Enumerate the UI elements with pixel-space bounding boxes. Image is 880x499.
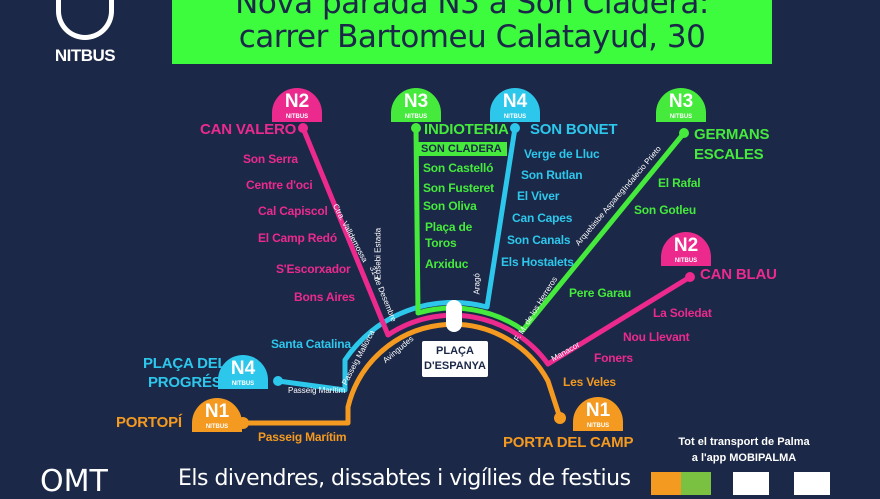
hub-placa-espanya: PLAÇA D'ESPANYA	[422, 341, 488, 377]
badge-sub: NITBUS	[586, 423, 610, 429]
app-promo: Tot el transport de Palma a l'app MOBIPAL…	[660, 434, 828, 466]
badge-sub: NITBUS	[404, 114, 428, 120]
terminus-placa-progres: PLAÇA DEL	[143, 355, 227, 372]
stop: El Rafal	[658, 176, 701, 190]
stop: Els Hostalets	[501, 255, 574, 269]
stop: Son Fusteret	[423, 181, 494, 195]
stop: Pere Garau	[569, 286, 632, 300]
stop-dot	[273, 376, 283, 386]
banner-line-1: Nova parada N3 a Son Cladera:	[235, 0, 709, 21]
transport-icon	[651, 472, 681, 495]
terminus-son-bonet: SON BONET	[530, 121, 618, 138]
stop: Passeig Marítim	[258, 430, 347, 444]
omt-logo: OMT	[40, 464, 108, 499]
street-label: Aragó	[472, 273, 482, 295]
badge-sub: NITBUS	[669, 114, 693, 120]
stop: Can Capes	[512, 211, 573, 225]
stop: Toros	[425, 236, 457, 250]
stop: Son Canals	[507, 233, 571, 247]
service-days-text: Els divendres, dissabtes i vigílies de f…	[178, 466, 631, 491]
badge-route: N2	[284, 91, 310, 112]
stop: Centre d'oci	[246, 178, 313, 192]
owl-icon	[56, 0, 114, 40]
n3-line	[413, 125, 687, 333]
new-stop-son-cladera: SON CLADERA	[416, 142, 507, 156]
stop: Nou Llevant	[623, 330, 690, 344]
stop: Les Veles	[563, 375, 616, 389]
stop: Santa Catalina	[271, 337, 351, 351]
terminus-germans-escales-2: ESCALES	[694, 146, 764, 163]
bike-icon	[681, 472, 711, 495]
qr-code-icon[interactable]	[733, 472, 769, 495]
stop: Bons Aires	[294, 290, 355, 304]
stop: El Camp Redó	[258, 231, 337, 245]
badge-sub: NITBUS	[285, 114, 309, 120]
logo-text: NITBUS	[54, 46, 116, 65]
terminus-can-valero: CAN VALERO	[200, 121, 297, 138]
terminus-porta-del-camp: PORTA DEL CAMP	[503, 434, 634, 451]
app-line-1: Tot el transport de Palma	[678, 436, 810, 448]
stop: Cal Capiscol	[258, 204, 328, 218]
nitbus-logo: NITBUS	[50, 0, 120, 66]
stop-dot	[554, 412, 566, 424]
stop: Son Gotleu	[634, 203, 696, 217]
street-label: Passeig Marítim	[288, 386, 346, 395]
stop: Foners	[594, 351, 633, 365]
stop: Arxiduc	[425, 257, 469, 271]
terminus-indioteria: INDIOTERIA	[424, 121, 509, 138]
stop: Plaça de	[425, 220, 473, 234]
stop-dot	[411, 123, 421, 133]
app-line-2: a l'app MOBIPALMA	[691, 452, 797, 464]
badge-route: N1	[585, 400, 611, 421]
stop: Verge de Lluc	[524, 147, 600, 161]
terminus-germans-escales: GERMANS	[694, 126, 770, 143]
stop: Son Serra	[243, 152, 298, 166]
stop-dot	[510, 123, 520, 133]
terminus-portopi: PORTOPÍ	[116, 414, 182, 431]
terminus-can-blau: CAN BLAU	[700, 266, 777, 283]
stop: El Viver	[517, 189, 560, 203]
stop-dot	[685, 272, 695, 282]
badge-route: N3	[668, 91, 694, 112]
stop: Son Rutlan	[521, 168, 583, 182]
badge-route: N1	[204, 401, 230, 422]
badge-sub: NITBUS	[503, 114, 527, 120]
badge-sub: NITBUS	[205, 424, 229, 430]
qr-code-icon[interactable]	[794, 472, 830, 495]
badge-route: N4	[230, 358, 256, 379]
badge-sub: NITBUS	[674, 258, 698, 264]
street-label: Eusebi Estada	[373, 227, 383, 280]
hub-marker	[446, 300, 462, 332]
badge-route: N2	[673, 235, 699, 256]
stop: Son Castelló	[423, 161, 494, 175]
terminus-placa-progres-2: PROGRÉS	[148, 374, 222, 391]
stop: S'Escorxador	[276, 262, 351, 276]
hub-line-2: D'ESPANYA	[424, 360, 486, 372]
banner-line-2: carrer Bartomeu Calatayud, 30	[238, 19, 706, 55]
stop-dot	[679, 128, 689, 138]
stop: La Soledat	[653, 306, 712, 320]
hub-line-1: PLAÇA	[436, 345, 474, 357]
badge-route: N3	[403, 91, 429, 112]
n4-line	[275, 125, 518, 393]
n2-line	[300, 125, 693, 367]
announcement-banner: Nova parada N3 a Son Cladera:carrer Bart…	[172, 0, 772, 64]
stop-dot	[298, 123, 308, 133]
n1-line	[235, 321, 563, 426]
stop: Son Oliva	[423, 199, 477, 213]
badge-route: N4	[502, 91, 528, 112]
badge-sub: NITBUS	[231, 381, 255, 387]
